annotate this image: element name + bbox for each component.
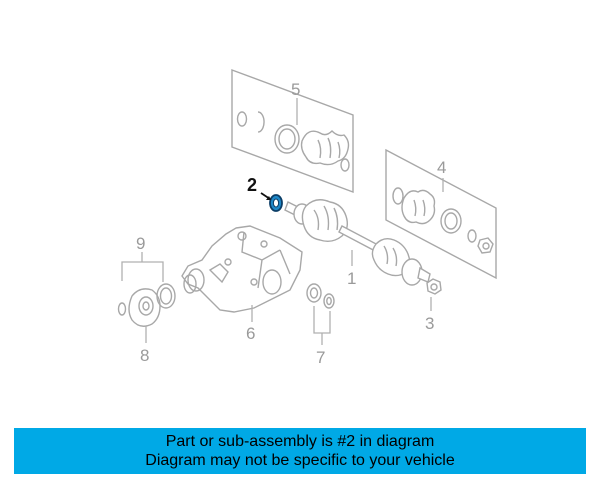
part-9-seal-right[interactable]: [156, 283, 176, 309]
callout-6: 6: [246, 324, 255, 343]
part-6-differential[interactable]: [181, 225, 303, 313]
part-9-seal-left[interactable]: [117, 302, 127, 316]
part-2-seal[interactable]: [269, 194, 283, 212]
part-8-flange[interactable]: [128, 288, 161, 327]
callout-2[interactable]: 2: [247, 175, 257, 195]
part-3-nut[interactable]: [426, 278, 442, 295]
callout-5: 5: [291, 80, 300, 99]
callout-3: 3: [425, 314, 434, 333]
part-1-axle-shaft[interactable]: [284, 199, 431, 286]
parts-diagram: 1 2 3 4 5 6 7 8 9: [117, 68, 497, 367]
callout-7: 7: [316, 348, 325, 367]
info-banner: Part or sub-assembly is #2 in diagram Di…: [14, 428, 586, 474]
banner-line-1: Part or sub-assembly is #2 in diagram: [165, 433, 435, 450]
callout-8: 8: [140, 346, 149, 365]
kit-4-panel[interactable]: [385, 148, 497, 280]
banner-line-2: Diagram may not be specific to your vehi…: [145, 452, 455, 469]
callout-9: 9: [136, 234, 145, 253]
callout-1: 1: [347, 269, 356, 288]
callout-4: 4: [437, 158, 446, 177]
part-7-washer-b[interactable]: [323, 293, 335, 309]
kit-5-panel[interactable]: [231, 68, 354, 194]
part-7-washer-a[interactable]: [306, 283, 322, 303]
